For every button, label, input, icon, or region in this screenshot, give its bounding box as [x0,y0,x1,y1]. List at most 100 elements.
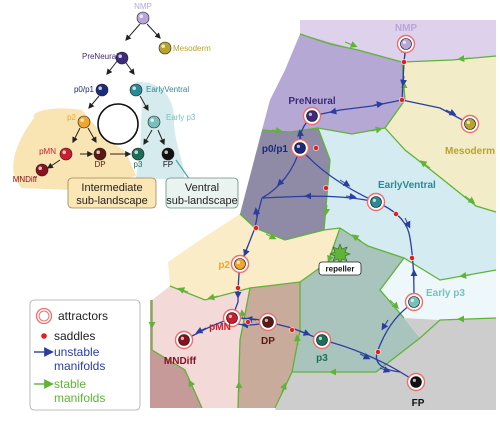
stable-arrow [419,160,431,169]
tree-edge [87,127,97,144]
tree-edge [139,95,149,112]
region-fp [275,318,496,410]
legend-saddles-label: saddles [54,329,95,343]
attractor-label: MNDiff [164,356,197,367]
tree-node-nmp: NMP [134,2,152,25]
unstable-arrow [379,366,391,373]
stable-arrow [294,334,301,346]
ventral-sublandscape-box [165,177,239,209]
saddle-point [289,327,295,333]
tree-node-highlight [62,150,66,154]
tree-node-mesoderm: Mesoderm [158,41,211,55]
repeller-icon [329,243,351,265]
attractor-dot [234,258,246,270]
unstable-manifold [375,201,415,303]
stable-arrow [177,287,189,294]
lineage-tree: NMP PreNeural Mesoderm p0/p1 EarlyVentral p2 E… [13,2,239,209]
tree-node-highlight [96,150,100,154]
unstable-manifold [261,195,377,203]
attractor-label: FP [412,398,425,409]
legend-unstable-label-1: unstable [54,345,100,359]
attractor-dot [410,376,422,388]
attractor-highlight [236,260,240,264]
tree-node-earlyp3: Early p3 [147,113,196,129]
tree-node-highlight [164,150,168,154]
attractor-preneural: PreNeural [288,96,336,126]
unstable-arrow [245,316,257,323]
stable-manifold [317,127,331,231]
attractor-p2: p2 [218,254,250,274]
unstable-arrow [400,75,407,87]
tree-node-label: p0/p1 [74,85,95,94]
legend-attractors-label: attractors [58,309,108,323]
ventral-connector [175,159,191,181]
tree-node-label: PreNeural [82,52,118,61]
tree-node-p2: p2 [67,113,91,129]
stable-arrow [344,41,358,48]
tree-edge [146,23,161,39]
attractor-label: Mesoderm [445,146,495,157]
tree-node-pmn: pMN [39,147,73,161]
stable-arrow [188,379,196,391]
saddle-point [399,97,405,103]
attractor-earlyp3: Early p3 [404,288,465,312]
stable-arrow [351,234,362,242]
attractor-dot [294,142,306,154]
saddle-point [323,185,329,191]
legend-unstable-label-2: manifolds [54,359,105,373]
stable-arrows [148,41,476,393]
tree-node-dot [35,163,49,177]
repeller: repeller [318,243,362,276]
tree-edge [125,23,141,41]
tree-edge [157,129,165,146]
tree-node-mndiff: MNDiff [13,163,49,184]
saddle-point [375,349,381,355]
unstable-arrow [299,329,311,336]
stable-arrow [459,272,471,279]
attractor-highlight [466,120,470,124]
unstable-arrow [195,326,207,334]
unstable-arrow [359,352,371,360]
attractor-pmn: pMN [209,308,242,333]
tree-node-dot [147,115,161,129]
tree-node-label: Early p3 [166,113,196,122]
attractor-label: DP [261,336,275,347]
attractor-highlight [180,336,184,340]
tree-node-highlight [161,44,165,48]
tree-node-label: EarlyVentral [146,85,189,94]
attractor-label: p3 [316,353,328,364]
attractor-dot [370,196,382,208]
attractor-label: pMN [209,322,231,333]
tree-edge [47,159,61,169]
attractor-dot [262,316,274,328]
tree-node-label: MNDiff [13,175,38,184]
landscape-attractors: NMPPreNeuralMesodermp0/p1EarlyVentralp2E… [164,23,495,409]
tree-node-earlyventral: EarlyVentral [129,83,189,97]
stable-arrow [271,127,283,134]
tree-loop [97,103,139,145]
legend-stable-label-1: stable [54,377,86,391]
stable-manifold [401,55,497,63]
attractor-mesoderm: Mesoderm [445,114,495,157]
tree-node-highlight [139,14,143,18]
tree-node-dot [59,147,73,161]
tree-node-dot [131,147,145,161]
attractor-highlight [228,314,232,318]
tree-node-dot [129,83,143,97]
saddle-point [401,59,407,65]
tree-edge [88,95,100,109]
region-mesoderm [385,56,496,212]
unstable-arrow [339,179,351,187]
tree-node-label: NMP [134,2,152,11]
tree-node-dot [158,41,172,55]
attractor-highlight [318,336,322,340]
repeller-label: repeller [326,265,355,274]
tree-node-p3: p3 [131,147,145,169]
tree-node-dot [161,147,175,161]
attractor-dot [178,334,190,346]
ventral-label-line2: sub-landscape [166,195,238,207]
tree-node-fp: FP [161,147,175,169]
tree-node-label: p3 [134,160,143,169]
stable-arrow [265,232,277,240]
